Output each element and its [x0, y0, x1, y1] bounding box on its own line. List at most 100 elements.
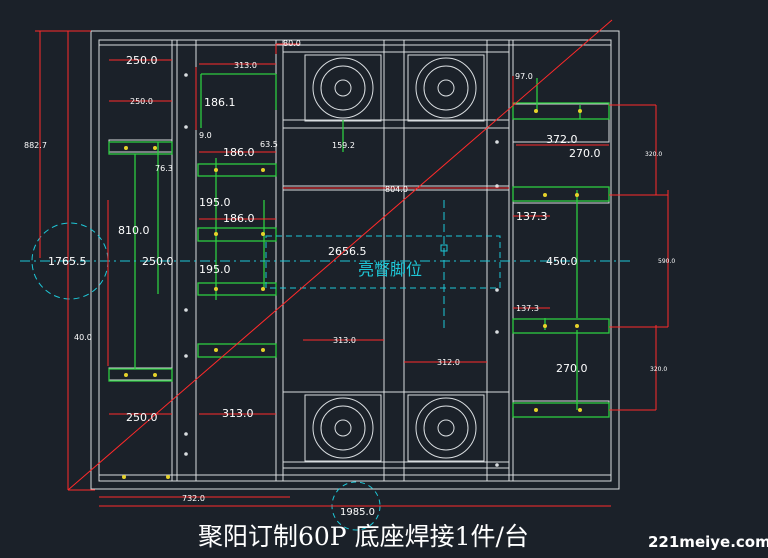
green-members [108, 73, 610, 418]
fan-ring-outer [312, 397, 374, 459]
watermark: 221meiye.com [648, 533, 768, 551]
bolt [122, 475, 126, 479]
bolt [166, 475, 170, 479]
fan-hub [437, 419, 455, 437]
fan-hub [334, 419, 352, 437]
fan-plate [304, 54, 382, 122]
bolt [534, 109, 538, 113]
cross-bar [197, 282, 277, 296]
cross-bar [512, 102, 610, 120]
dim-label: 732.0 [182, 494, 205, 503]
motor-housing-top [282, 51, 510, 129]
bolt [261, 287, 265, 291]
dim-label: 250.0 [130, 97, 153, 106]
dim-label: 312.0 [437, 358, 460, 367]
fan-plate [407, 394, 485, 462]
center-rect [265, 235, 501, 289]
dim-label: 76.3 [155, 164, 173, 173]
dim-label: 195.0 [199, 263, 231, 276]
dim-label: 450.0 [546, 255, 578, 268]
dim-label: 97.0 [515, 72, 533, 81]
bolt [578, 109, 582, 113]
dim-label: 40.0 [74, 333, 92, 342]
fan-bottom-right [407, 394, 485, 462]
motor-housing-bottom [282, 391, 510, 469]
bolt [124, 373, 128, 377]
center-label: 亮瞥脚位 [358, 260, 422, 279]
dimension-labels: 882.7 250.0 313.0 80.0 186.1 250.0 9.0 7… [24, 39, 675, 518]
drawing-caption: 聚阳订制60P 底座焊接1件/台 [198, 522, 529, 551]
dim-label: 372.0 [546, 133, 578, 146]
dim-label: 80.0 [283, 39, 301, 48]
bolt-holes [122, 109, 582, 479]
inner-frame [98, 39, 612, 482]
dim-label: 186.1 [204, 96, 236, 109]
dim-label: 63.5 [260, 140, 278, 149]
dim-label: 320.0 [650, 366, 667, 373]
hole [184, 354, 188, 358]
hole [184, 452, 188, 456]
hole [184, 308, 188, 312]
dim-label: 810.0 [118, 224, 150, 237]
cross-bar [512, 186, 610, 202]
fan-ring-outer [415, 57, 477, 119]
dimension-lines [35, 19, 669, 507]
hole [495, 288, 499, 292]
fan-ring-inner [423, 65, 469, 111]
dim-label: 804.0 [385, 185, 408, 194]
hole [495, 140, 499, 144]
dim-label: 270.0 [556, 362, 588, 375]
fan-ring-inner [423, 405, 469, 451]
dim-label: 9.0 [199, 131, 212, 140]
hole [495, 330, 499, 334]
dim-label: 313.0 [222, 407, 254, 420]
bolt [214, 232, 218, 236]
cross-bar [512, 318, 610, 334]
dim-label: 137.3 [516, 210, 548, 223]
dim-label: 186.0 [223, 146, 255, 159]
hole [184, 125, 188, 129]
bolt [153, 146, 157, 150]
bolt [575, 193, 579, 197]
dim-label: 2656.5 [328, 245, 367, 258]
fan-top-right [407, 54, 485, 122]
dim-label: 313.0 [234, 61, 257, 70]
fan-bottom-left [304, 394, 382, 462]
hole [495, 184, 499, 188]
dim-label: 590.0 [658, 258, 675, 265]
bolt [261, 232, 265, 236]
fan-ring-outer [312, 57, 374, 119]
bolt [153, 373, 157, 377]
bolt [578, 408, 582, 412]
cross-bar [197, 163, 277, 177]
fan-hub [437, 79, 455, 97]
fan-hub [334, 79, 352, 97]
dim-label: 250.0 [142, 255, 174, 268]
dim-label: 186.0 [223, 212, 255, 225]
cross-bar [108, 368, 173, 382]
dim-label: 1985.0 [340, 507, 375, 518]
dim-label: 313.0 [333, 336, 356, 345]
left-box [108, 367, 173, 381]
fan-ring-inner [320, 405, 366, 451]
bolt [261, 348, 265, 352]
bolt [543, 324, 547, 328]
fan-top-left [304, 54, 382, 122]
hole [184, 73, 188, 77]
cross-bar [197, 227, 277, 242]
fan-ring-outer [415, 397, 477, 459]
right-box-lower [512, 318, 610, 334]
dim-label: 882.7 [24, 141, 47, 150]
outer-frame [90, 30, 620, 490]
dim-label: 159.2 [332, 141, 355, 150]
dim-label: 320.0 [645, 151, 662, 158]
bolt [261, 168, 265, 172]
dim-label: 250.0 [126, 411, 158, 424]
diagonal-dimension [67, 19, 613, 491]
bolt [543, 193, 547, 197]
bolt [214, 168, 218, 172]
cross-bar [512, 402, 610, 418]
dim-label: 137.3 [516, 304, 539, 313]
dim-label: 195.0 [199, 196, 231, 209]
